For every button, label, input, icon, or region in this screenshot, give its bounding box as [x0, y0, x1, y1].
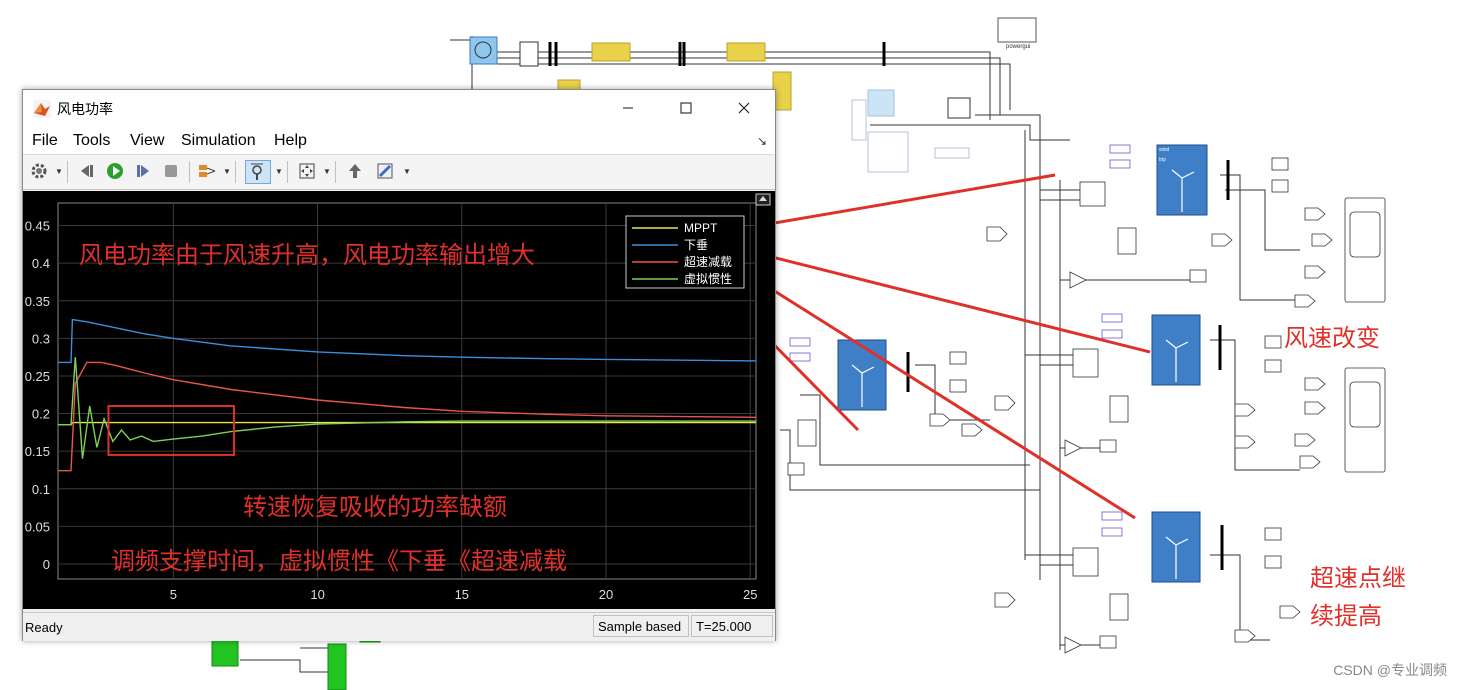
- signal-dropdown-icon[interactable]: ▼: [223, 167, 231, 176]
- run-button[interactable]: [103, 160, 127, 182]
- legend-entry: 超速减载: [684, 254, 732, 269]
- plot-area: 5 10 15 20 25 0 0.05 0.1 0.15 0.2 0.25 0.3 0.35 0.4 0.…: [23, 191, 775, 609]
- y-tick-label: 0.35: [25, 294, 50, 309]
- settings-button[interactable]: [27, 160, 51, 182]
- fit-to-view-icon: [299, 163, 315, 179]
- undock-arrow-icon[interactable]: ↘: [756, 134, 767, 148]
- stop-button[interactable]: [159, 160, 183, 182]
- stop-icon: [165, 165, 177, 177]
- undock-plot-icon: [759, 196, 767, 201]
- zoom-button[interactable]: [245, 160, 271, 184]
- window-title: 风电功率: [57, 101, 113, 117]
- annotation-overspeed-line1: 超速点继: [1310, 565, 1406, 592]
- y-tick-label: 0.45: [25, 219, 50, 234]
- menu-file[interactable]: File: [32, 132, 58, 149]
- settings-icon: [31, 163, 47, 179]
- menu-bar: File Tools View Simulation Help ↘: [23, 126, 775, 154]
- menu-view[interactable]: View: [130, 132, 165, 149]
- matlab-icon: [33, 100, 51, 118]
- status-bar: Ready Sample based T=25.000: [23, 612, 775, 641]
- turbine-port-wind: wind: [1159, 147, 1170, 153]
- fit-dropdown-icon[interactable]: ▼: [323, 167, 331, 176]
- x-tick-label: 5: [170, 587, 177, 602]
- signal-selector-icon: [199, 165, 216, 177]
- run-icon: [107, 163, 123, 179]
- annotation-power-increase: 风电功率由于风速升高，风电功率输出增大: [79, 242, 535, 269]
- step-back-button[interactable]: [75, 160, 99, 182]
- toolbar: ▼ ▼ ▼ ▼: [23, 154, 775, 190]
- status-ready: Ready: [25, 620, 63, 635]
- fit-to-view-button[interactable]: [295, 160, 319, 182]
- scope-window: 风电功率 File Tools View Simulation Help ↘ ▼: [22, 89, 776, 641]
- turbine-port-trip: trip: [1159, 157, 1166, 163]
- x-tick-label: 10: [310, 587, 324, 602]
- status-time: T=25.000: [691, 615, 773, 637]
- y-tick-label: 0.3: [32, 331, 50, 346]
- y-tick-label: 0.4: [32, 256, 50, 271]
- zoom-icon: [251, 163, 263, 180]
- highlight-button[interactable]: [343, 160, 367, 182]
- maximize-icon: [680, 102, 692, 114]
- series-line-2: [58, 318, 757, 364]
- y-tick-label: 0.25: [25, 369, 50, 384]
- minimize-icon: [623, 107, 633, 109]
- legend-entry: MPPT: [684, 221, 718, 235]
- x-tick-label: 15: [455, 587, 469, 602]
- step-forward-icon: [137, 165, 149, 177]
- watermark: CSDN @专业调频: [1333, 662, 1447, 678]
- edit-icon: [377, 163, 393, 179]
- status-sample-mode: Sample based: [593, 615, 689, 637]
- menu-tools[interactable]: Tools: [73, 132, 111, 149]
- y-tick-label: 0.1: [32, 482, 50, 497]
- annotation-speed-recovery: 转速恢复吸收的功率缺额: [243, 494, 507, 521]
- step-forward-button[interactable]: [131, 160, 155, 182]
- highlight-box: [107, 405, 235, 456]
- minimize-button[interactable]: [599, 90, 657, 126]
- annotation-wind-change: 风速改变: [1284, 325, 1380, 352]
- zoom-dropdown-icon[interactable]: ▼: [275, 167, 283, 176]
- powergui-label: powergui: [1006, 44, 1030, 50]
- edit-dropdown-icon[interactable]: ▼: [403, 167, 411, 176]
- step-back-icon: [81, 165, 93, 177]
- series-line-4: [58, 357, 756, 459]
- power-chart: 5 10 15 20 25 0 0.05 0.1 0.15 0.2 0.25 0.3 0.35 0.4 0.…: [25, 193, 771, 602]
- x-tick-label: 20: [599, 587, 613, 602]
- y-tick-label: 0.15: [25, 444, 50, 459]
- highlight-icon: [349, 164, 361, 178]
- title-bar: 风电功率: [23, 90, 775, 126]
- menu-simulation[interactable]: Simulation: [181, 132, 256, 149]
- close-button[interactable]: [715, 90, 773, 126]
- close-icon: [738, 102, 750, 114]
- x-tick-label: 25: [743, 587, 757, 602]
- signal-selector-button[interactable]: [195, 160, 219, 182]
- maximize-button[interactable]: [657, 90, 715, 126]
- menu-help[interactable]: Help: [274, 132, 307, 149]
- legend-entry: 下垂: [684, 238, 708, 252]
- y-tick-label: 0: [43, 557, 50, 572]
- annotation-support-time: 调频支撑时间，虚拟惯性《下垂《超速减载: [111, 548, 567, 575]
- annotation-overspeed-line2: 续提高: [1310, 603, 1382, 630]
- legend-entry: 虚拟惯性: [684, 271, 732, 286]
- y-tick-label: 0.05: [25, 519, 50, 534]
- series-line-3: [58, 361, 757, 472]
- edit-button[interactable]: [373, 160, 397, 182]
- settings-dropdown-icon[interactable]: ▼: [55, 167, 63, 176]
- y-tick-label: 0.2: [32, 407, 50, 422]
